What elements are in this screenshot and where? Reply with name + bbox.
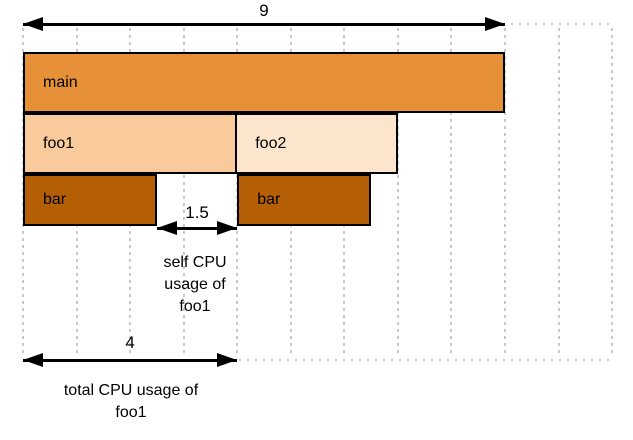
frame-foo2: foo2 <box>235 113 398 174</box>
grid-horizontal-dotted-line <box>23 359 613 361</box>
frame-label: foo2 <box>255 134 287 152</box>
grid-vertical-dashed-line <box>557 28 560 356</box>
caption-line: self CPU <box>163 254 227 271</box>
frame-label: bar <box>43 191 67 208</box>
total-usage-arrow-value-label: 4 <box>125 333 135 352</box>
total-width-arrow-shaft <box>23 22 506 26</box>
total-usage-arrow-left-arrowhead-icon <box>23 353 43 367</box>
grid-vertical-dashed-line <box>611 28 614 356</box>
frame-foo1: foo1 <box>23 113 238 174</box>
caption-line: total CPU usage of <box>63 382 199 399</box>
total-usage-arrow-right-arrowhead-icon <box>217 353 238 367</box>
grid-vertical-dashed-line <box>182 28 185 356</box>
self-usage-arrow-caption: self CPU usage of foo1 <box>130 252 260 318</box>
self-usage-arrow-value-label: 1.5 <box>185 203 209 222</box>
total-usage-arrow-caption: total CPU usage of foo1 <box>26 380 236 424</box>
grid-vertical-dashed-line <box>450 28 453 356</box>
self-usage-arrow-right-arrowhead-icon <box>217 221 238 235</box>
caption-line: usage of <box>164 276 226 293</box>
total-width-arrow-right-arrowhead-icon <box>485 17 506 31</box>
self-usage-arrow-left-arrowhead-icon <box>156 221 177 235</box>
self-usage-arrow-shaft <box>156 226 238 230</box>
frame-label: foo1 <box>43 134 75 152</box>
frame-bar: bar <box>23 174 157 226</box>
caption-line: foo1 <box>179 298 211 315</box>
grid-vertical-dashed-line <box>504 28 507 356</box>
frame-label: bar <box>257 191 281 208</box>
grid-vertical-dashed-line <box>396 28 399 356</box>
frame-bar: bar <box>237 174 372 226</box>
frame-main: main <box>23 52 506 113</box>
total-usage-arrow-shaft <box>23 358 238 362</box>
frame-label: main <box>43 73 78 91</box>
caption-line: foo1 <box>115 404 147 421</box>
total-width-arrow-left-arrowhead-icon <box>23 17 43 31</box>
total-width-arrow-value-label: 9 <box>259 1 269 20</box>
